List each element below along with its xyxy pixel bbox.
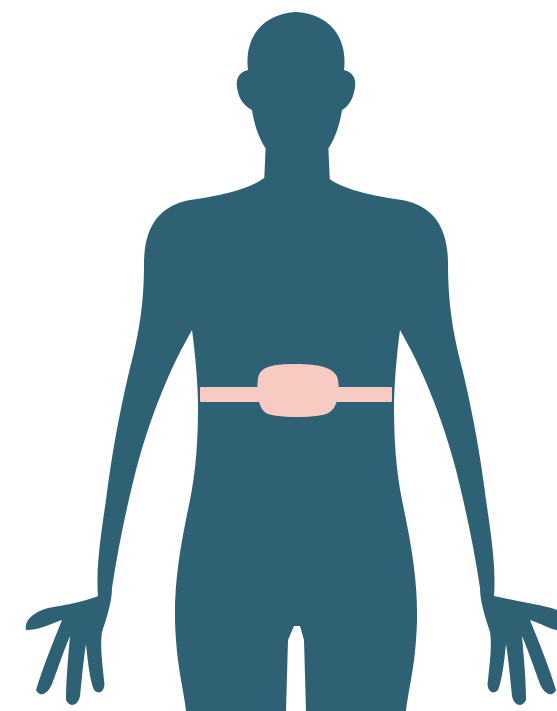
belt-pouch bbox=[257, 364, 338, 417]
head bbox=[237, 12, 356, 160]
torso-and-limbs bbox=[26, 178, 557, 711]
human-body-silhouette-icon bbox=[26, 12, 557, 711]
